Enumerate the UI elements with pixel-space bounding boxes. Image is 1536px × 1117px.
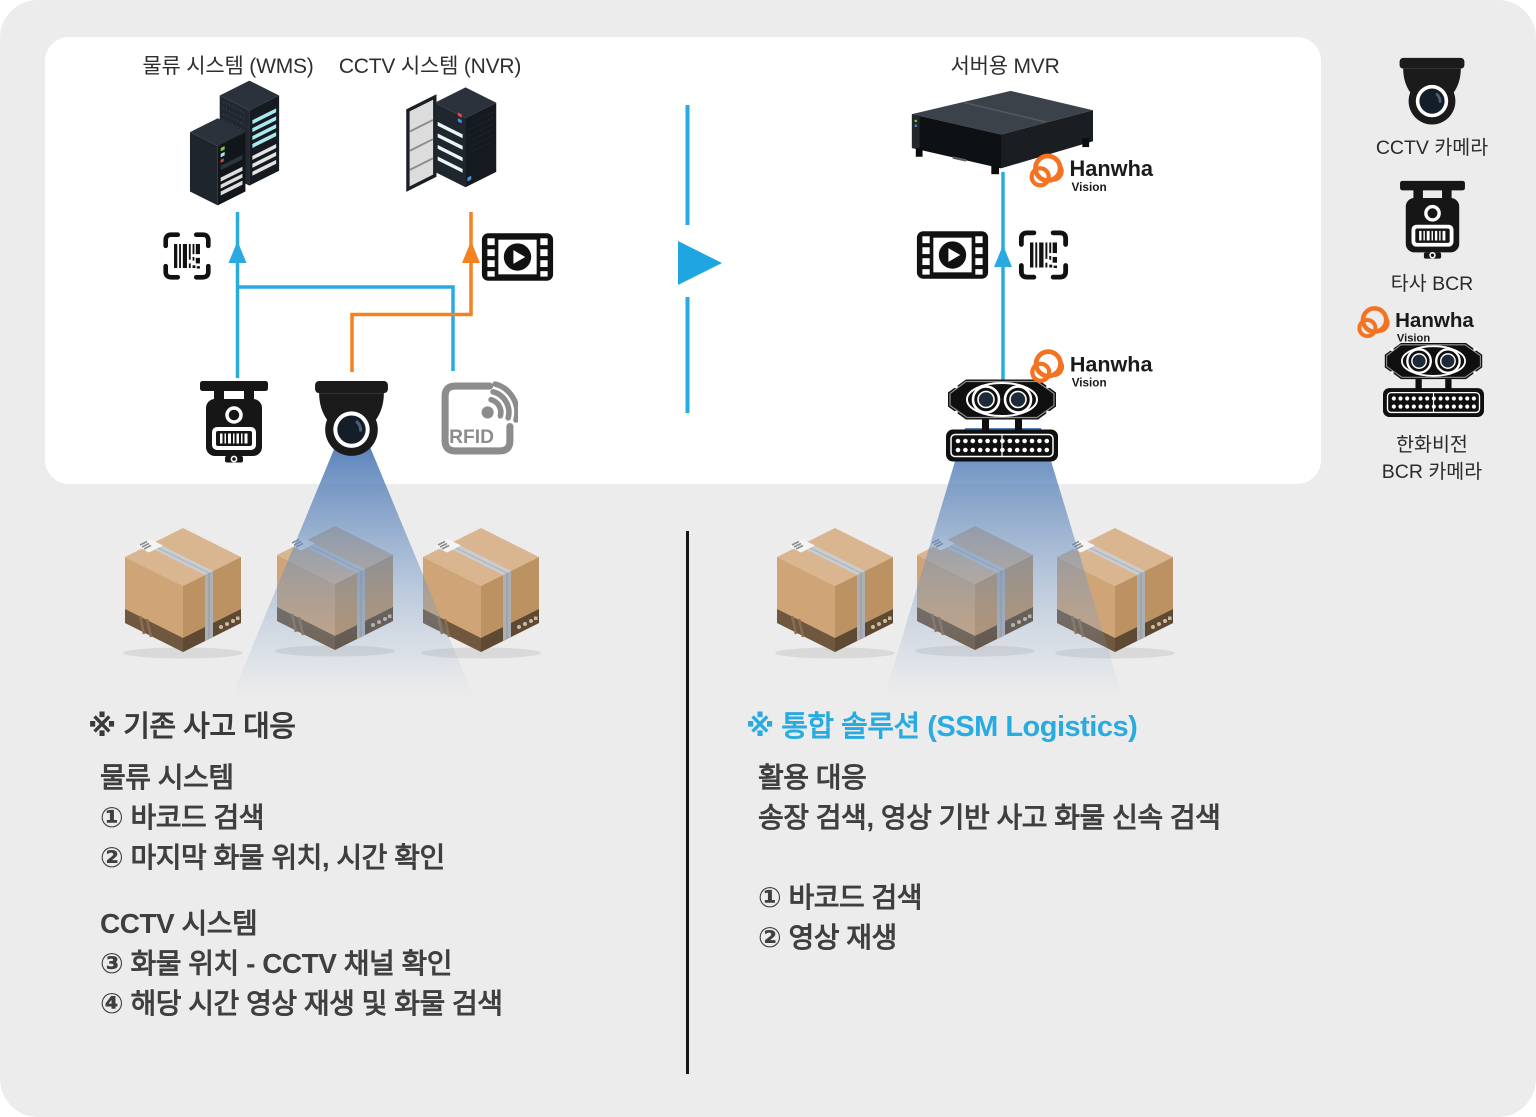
section-divider [686,531,689,1074]
hanwha-vision-logo: Hanwha Vision [1026,346,1168,391]
package-box [1045,524,1185,659]
nvr-server-icon [406,84,502,204]
hanwha-wordmark: Hanwha [1070,156,1154,181]
integrated-solution-section: ※ 통합 솔루션 (SSM Logistics) 활용 대응 송장 검색, 영상… [746,703,1386,958]
legend-cctv-camera-label: CCTV 카메라 [1375,137,1489,159]
barcode-scan-icon [1017,229,1070,281]
cctv-step-3: ③ 화물 위치 - CCTV 채널 확인 [100,948,453,979]
solution-subtitle-2: 송장 검색, 영상 기반 사고 화물 신속 검색 [758,802,1221,833]
legacy-response-section: ※ 기존 사고 대응 물류 시스템 ① 바코드 검색 ② 마지막 화물 위치, … [88,703,678,1024]
package-box [113,524,253,659]
legacy-response-heading: ※ 기존 사고 대응 [88,711,296,743]
legend-hanwha-bcr-label: 한화비전 BCR 카메라 [1381,434,1483,483]
legend-third-party-bcr-icon [1399,177,1466,261]
mvr-label: 서버용 MVR [950,55,1060,78]
video-film-icon [916,230,989,280]
cctv-step-4: ④ 해당 시간 영상 재생 및 화물 검색 [100,988,503,1019]
wms-step-2: ② 마지막 화물 위치, 시간 확인 [100,842,445,873]
hanwha-vision-logo: Hanwha Vision [1026,150,1168,196]
legend-cctv-camera-icon [1396,56,1468,130]
video-film-icon [481,232,554,282]
dome-camera-icon [311,379,392,462]
svg-text:Vision: Vision [1072,376,1107,389]
legend-hanwha-bcr-camera-icon [1383,341,1484,419]
wms-step-1: ① 바코드 검색 [100,802,265,833]
svg-text:Vision: Vision [1397,332,1430,344]
rfid-text: RFID [449,427,494,448]
bcr-camera-icon [199,377,269,465]
solution-subtitle-1: 활용 대응 [758,762,867,793]
svg-text:Hanwha: Hanwha [1395,309,1474,332]
package-box [411,524,551,659]
package-box [765,524,905,659]
solution-step-2: ② 영상 재생 [758,922,897,953]
wms-label: 물류 시스템 (WMS) [142,55,314,78]
hanwha-vision-logo: Hanwha Vision [1354,303,1488,346]
nvr-label: CCTV 시스템 (NVR) [338,55,522,78]
wms-group-title: 물류 시스템 [100,762,234,793]
wms-server-icon [188,78,292,208]
legend-third-party-bcr-label: 타사 BCR [1390,273,1474,295]
rfid-icon: RFID [437,378,518,459]
cctv-group-title: CCTV 시스템 [100,908,258,939]
package-box [265,522,405,657]
solution-step-1: ① 바코드 검색 [758,882,923,913]
package-box [905,522,1045,657]
vision-wordmark: Vision [1071,180,1106,194]
integrated-solution-heading: ※ 통합 솔루션 (SSM Logistics) [746,711,1138,743]
svg-text:Hanwha: Hanwha [1070,351,1154,376]
barcode-scan-icon [162,229,212,283]
